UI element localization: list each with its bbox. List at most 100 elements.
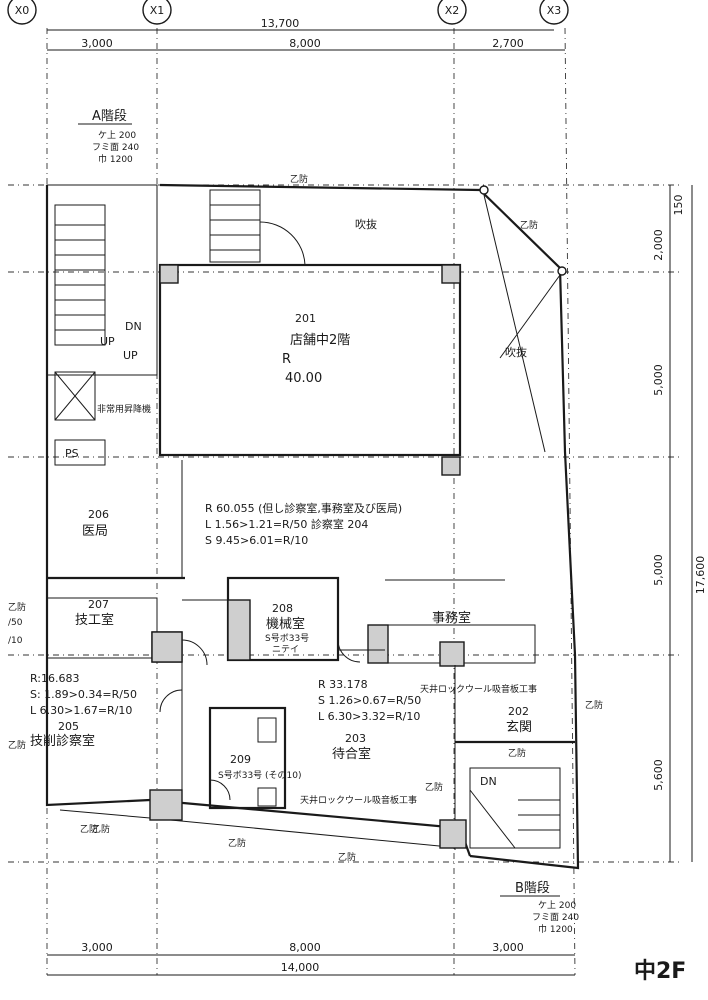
toilet-2: [257, 787, 277, 807]
stair-b: DN B階段 ケ上 200 フミ面 240 巾 1200: [469, 767, 579, 935]
grid-axis-x3-label: X3: [547, 4, 562, 17]
service-core: 非常用昇降機 PS: [54, 371, 151, 466]
ceiling-note-2: 天井ロックウール吸音板工事: [300, 794, 417, 806]
room-office: 事務室: [384, 610, 536, 667]
column-201-ne: [441, 264, 461, 284]
door-swing-1: [181, 639, 208, 666]
dim-top-span-2: 8,000: [289, 37, 321, 50]
fire-mark-10: 乙防: [585, 699, 603, 711]
room-201-r-value: 40.00: [285, 371, 322, 386]
fire-mark-9: 乙防: [508, 747, 526, 759]
column-201-se: [441, 456, 461, 476]
fire-mark-5: 乙防: [80, 823, 98, 835]
ps-shaft: [54, 439, 106, 466]
room-202: 202 玄関: [439, 665, 575, 850]
room-208-no: 208: [272, 602, 293, 615]
side-mark-10: /10: [8, 636, 23, 646]
room-209-no: 209: [230, 753, 251, 766]
void-label-right: 吹抜: [505, 345, 527, 359]
room-207-name: 技工室: [75, 612, 114, 628]
main-stair: [209, 189, 306, 266]
stair-a-title: A階段: [92, 109, 127, 124]
dimension-bottom: 3,000 8,000 3,000 14,000: [47, 941, 575, 976]
void-diagonal-1: [483, 194, 546, 453]
room-208: 208 機械室 S号ボ33号 ニテイ: [226, 576, 340, 662]
grid-axis-x0-label: X0: [15, 4, 30, 17]
room-203-s: S 1.26>0.67=R/50: [318, 694, 421, 707]
dim-top-overall: 13,700: [261, 17, 300, 30]
dimension-right: 150 2,000 5,000 5,000 5,600 17,600: [652, 185, 707, 862]
stair-a-flight: [54, 204, 106, 346]
room-202-no: 202: [508, 705, 529, 718]
room-207-walls: [46, 597, 158, 659]
fire-mark-1: 乙防: [290, 173, 308, 185]
room-204-s: S 9.45>6.01=R/10: [205, 534, 308, 547]
dim-bottom-overall: 14,000: [281, 961, 320, 974]
toilet-1: [257, 717, 277, 743]
elevator-note: 非常用昇降機: [97, 403, 151, 415]
room-203: R 33.178 S 1.26>0.67=R/50 L 6.30>3.32=R/…: [318, 678, 421, 762]
room-203-l: L 6.30>3.32=R/10: [318, 710, 420, 723]
stair-a-note-3: 巾 1200: [98, 153, 133, 165]
main-stair-flight: [209, 189, 261, 263]
door-swing-2: [337, 639, 361, 663]
room-201-name: 店舗中2階: [290, 333, 350, 348]
room-206-no: 206: [88, 508, 109, 521]
stair-a-up-1: UP: [100, 335, 115, 348]
fire-mark-4: 乙防: [8, 739, 26, 751]
void-label-top: 吹抜: [355, 217, 377, 231]
column-202: [439, 819, 467, 849]
elevator-shaft: [54, 371, 96, 421]
ceiling-note-1: 天井ロックウール吸音板工事: [420, 683, 537, 695]
corner-node-2: [557, 266, 567, 276]
stair-a-dn: DN: [125, 320, 142, 333]
grid-axes: X0 X1 X2 X3: [7, 0, 569, 25]
fire-mark-6: 乙防: [228, 837, 246, 849]
stair-a-up-2: UP: [123, 349, 138, 362]
dim-right-span-1: 150: [672, 195, 685, 216]
stair-b-diagonal: [469, 789, 516, 849]
room-205-s: S: 1.89>0.34=R/50: [30, 688, 137, 701]
room-208-equipment: [227, 599, 251, 661]
column-center-west: [151, 631, 183, 663]
room-203-r: R 33.178: [318, 678, 368, 691]
dim-right-span-5: 5,600: [652, 759, 665, 791]
grid-axis-x3: [539, 0, 569, 25]
room-205: R:16.683 S: 1.89>0.34=R/50 L 6.30>1.67=R…: [30, 660, 183, 790]
stair-b-note-3: 巾 1200: [538, 923, 573, 935]
void-area: 吹抜 吹抜: [355, 194, 561, 453]
door-swing-4: [209, 779, 231, 801]
grid-axis-x1: [142, 0, 172, 25]
column-office: [439, 641, 465, 667]
dim-top-span-3: 2,700: [492, 37, 524, 50]
fire-mark-2: 乙防: [520, 219, 538, 231]
ps-label: PS: [65, 447, 79, 460]
dim-bottom-span-2: 8,000: [289, 941, 321, 954]
side-mark-50: /50: [8, 618, 23, 628]
room-203-no: 203: [345, 732, 366, 745]
fire-mark-8: 乙防: [425, 781, 443, 793]
wall-north: [159, 183, 567, 453]
stair-b-title: B階段: [515, 881, 550, 896]
dim-bottom-span-1: 3,000: [81, 941, 113, 954]
sheet-label: 中2F: [634, 959, 686, 984]
fire-mark-7: 乙防: [338, 851, 356, 863]
grid-axis-x2-label: X2: [445, 4, 460, 17]
room-204-l: L 1.56>1.21=R/50 診察室 204: [205, 517, 368, 531]
wall-west: [45, 185, 151, 807]
stair-a-note-1: ケ上 200: [98, 130, 136, 141]
room-201-walls: [158, 263, 462, 457]
room-205-no: 205: [58, 720, 79, 733]
wall-south-outer: [59, 809, 461, 849]
grid-axis-x1-label: X1: [150, 4, 165, 17]
stair-a-shaft: [46, 184, 158, 376]
room-205-name: 技削診察室: [30, 733, 95, 749]
fire-mark-3: 乙防: [8, 601, 26, 613]
room-209: 209 S号ボ33号 (その10): [149, 706, 302, 821]
void-diagonal-2: [499, 274, 561, 359]
door-swing-3: [159, 689, 183, 713]
ceiling-notes: 天井ロックウール吸音板工事 天井ロックウール吸音板工事: [300, 683, 537, 806]
room-203-name: 待合室: [332, 746, 371, 762]
office-name: 事務室: [432, 610, 471, 626]
